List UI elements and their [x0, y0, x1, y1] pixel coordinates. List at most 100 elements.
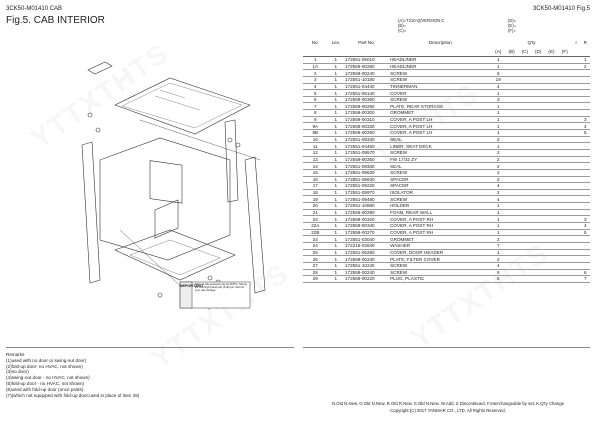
qty-a: 1 [491, 129, 505, 137]
description: COVER, A POST RH [389, 222, 492, 230]
interchange [571, 109, 581, 117]
qty-d [531, 89, 545, 97]
figure-title: Fig.5. CAB INTERIOR [6, 15, 105, 26]
remark-ref [580, 83, 590, 91]
qty-f [558, 255, 572, 263]
part-ref-no: 15 [303, 169, 328, 177]
qty-b [504, 209, 519, 217]
label-box-text: Refer to cab-accessory fig for ROPS / fo… [195, 283, 248, 292]
interchange [571, 56, 581, 64]
qty-e [544, 149, 559, 157]
qty-f [558, 242, 572, 250]
part-ref-no: 22A [303, 222, 328, 230]
level: 1 [327, 102, 344, 111]
qty-f [558, 96, 572, 104]
interchange [571, 116, 581, 124]
description: HOLDER [389, 202, 492, 210]
qty-b [504, 129, 519, 137]
qty-b [504, 116, 519, 124]
part-ref-no: 11 [303, 142, 328, 150]
part-ref-no: 4 [303, 83, 328, 91]
qty-c [518, 76, 532, 84]
qty-a: 4 [491, 83, 505, 91]
qty-e [544, 275, 559, 283]
level: 1 [327, 255, 344, 263]
description: COVER, DOOR HEADER [389, 249, 492, 257]
qty-c [518, 215, 532, 223]
interchange [571, 162, 581, 170]
table-bottom-divider [303, 347, 590, 348]
interchange [571, 176, 581, 184]
remark-ref: 7 [580, 275, 590, 283]
col-part-no: Part No. [358, 40, 375, 45]
interchange [571, 169, 581, 177]
remark-ref: 5 [580, 129, 590, 137]
remark-ref [580, 89, 590, 97]
level: 1 [327, 215, 344, 223]
part-ref-no: 9B [303, 129, 328, 137]
headliner-shape [114, 77, 251, 135]
level: 1 [327, 182, 344, 190]
part-number: 172559-00270 [343, 229, 390, 237]
col-r: R [583, 40, 587, 45]
qty-f [558, 169, 572, 177]
part-number: 172551-06010 [343, 56, 390, 64]
description: SCREW [389, 269, 492, 277]
part-number: 172551-10880 [343, 202, 390, 210]
description: SCREW [389, 262, 492, 270]
qty-d [531, 63, 545, 71]
variant-d: (D)= [508, 18, 517, 23]
qty-a: 1 [491, 142, 505, 150]
part-ref-no: 26 [303, 255, 328, 263]
interchange [571, 269, 581, 277]
interchange [571, 189, 581, 197]
description: GROMMET [389, 235, 492, 243]
part-number: 172551-09620 [343, 169, 390, 177]
remark-ref [580, 209, 590, 217]
remark-ref [580, 195, 590, 204]
qty-d [531, 255, 545, 263]
interchange [571, 69, 581, 77]
remark-ref [580, 162, 590, 170]
level: 1 [327, 156, 344, 164]
qty-f [558, 262, 572, 270]
interchange [571, 96, 581, 104]
variant-e: (E)= [508, 23, 517, 28]
qty-b [504, 262, 519, 270]
qty-b [504, 222, 519, 230]
remarks-title: Remarks [6, 352, 25, 357]
part-number: 172551-03040 [343, 235, 390, 243]
interchange [571, 262, 581, 270]
description: SEAL [389, 136, 492, 144]
interchange [571, 89, 581, 97]
interchange [571, 76, 581, 84]
qty-b [504, 162, 519, 170]
qty-b [504, 242, 519, 250]
qty-b [504, 269, 519, 277]
qty-c [518, 122, 532, 131]
level: 1 [327, 169, 344, 177]
part-ref-no: 17 [303, 182, 328, 190]
qty-e [544, 122, 559, 131]
remarks-block: Remarks (1)used with no door or swing-ou… [6, 352, 139, 398]
change-legend: N.Old N.New, O.Old N.New, R.Old R.New, S… [332, 401, 564, 406]
level: 1 [327, 262, 344, 270]
interchange [571, 215, 581, 223]
level: 1 [327, 235, 344, 243]
qty-a: 2 [491, 255, 505, 263]
qty-d [531, 136, 545, 144]
level: 1 [327, 96, 344, 104]
qty-c [518, 109, 532, 117]
interchange [571, 209, 581, 217]
part-number: 172551-04440 [343, 83, 390, 91]
part-number: 172559-00300 [343, 109, 390, 117]
col-qty-f: (F) [561, 49, 568, 54]
qty-b [504, 83, 519, 91]
remark-ref [580, 255, 590, 263]
